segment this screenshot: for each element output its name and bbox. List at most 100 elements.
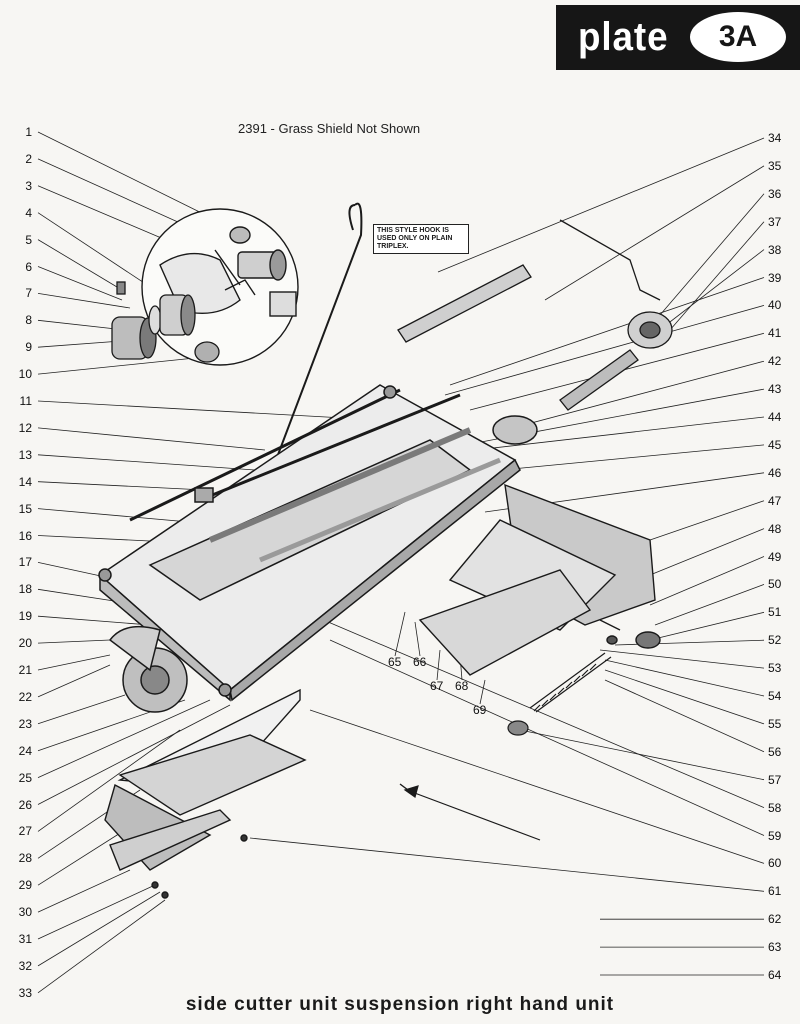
callout-label-39: 39: [768, 270, 782, 285]
leader-line-42: [504, 360, 765, 431]
callout-label-1: 1: [25, 125, 32, 139]
leader-line-25: [37, 699, 211, 778]
callout-label-45: 45: [768, 437, 782, 452]
callout-label-17: 17: [18, 555, 32, 570]
leader-line-54: [604, 659, 765, 697]
callout-label-27: 27: [18, 824, 32, 839]
callout-label-31: 31: [18, 932, 32, 946]
callout-label-24: 24: [18, 743, 32, 758]
leader-line-26: [37, 704, 231, 805]
drive-shaft-parts: [397, 219, 673, 411]
leader-line-35: [544, 165, 765, 301]
leader-line-58: [299, 609, 765, 808]
callout-label-36: 36: [768, 186, 782, 201]
callout-label-48: 48: [768, 521, 782, 536]
callout-label-44: 44: [768, 410, 782, 424]
callout-label-40: 40: [768, 298, 782, 313]
side-guard: [418, 483, 661, 676]
leader-line-33: [37, 899, 166, 994]
leader-line-19: [37, 615, 151, 626]
callout-label-65: 65: [388, 655, 402, 669]
hook-rod: [275, 202, 363, 461]
callout-label-43: 43: [768, 382, 782, 397]
leader-line-56: [604, 679, 765, 753]
leader-line-55: [604, 669, 765, 725]
callout-label-62: 62: [768, 912, 782, 927]
callout-label-33: 33: [18, 985, 32, 1000]
plate-caption: side cutter unit suspension right hand u…: [185, 994, 615, 1015]
leader-line-66: [414, 621, 421, 657]
callout-label-7: 7: [25, 286, 32, 301]
callout-label-29: 29: [18, 878, 32, 893]
callout-label-6: 6: [25, 259, 32, 274]
leader-line-7: [37, 293, 131, 309]
callout-label-50: 50: [768, 577, 782, 592]
callout-label-37: 37: [768, 214, 782, 229]
leader-line-34: [437, 137, 765, 273]
callout-label-34: 34: [768, 131, 782, 145]
spring: [507, 652, 612, 736]
bearing-parts: [111, 281, 220, 363]
leader-line-57: [519, 729, 765, 781]
callout-label-42: 42: [768, 354, 782, 369]
callout-label-38: 38: [768, 242, 782, 257]
leader-line-13: [37, 454, 256, 471]
callout-label-58: 58: [768, 800, 782, 815]
leader-line-22: [37, 664, 111, 698]
callout-label-14: 14: [18, 474, 32, 489]
callout-label-8: 8: [25, 313, 32, 328]
callout-label-35: 35: [768, 158, 782, 173]
leader-line-8: [37, 319, 126, 331]
leader-line-32: [37, 891, 161, 967]
cutter-frame: [98, 384, 538, 713]
inset-detail-circle: [141, 208, 299, 366]
callout-label-21: 21: [18, 663, 32, 677]
leader-line-31: [37, 884, 156, 940]
callout-label-51: 51: [768, 605, 782, 620]
leader-line-21: [37, 654, 111, 671]
leader-line-14: [37, 481, 206, 491]
callout-label-11: 11: [19, 394, 32, 408]
callout-label-56: 56: [768, 744, 782, 759]
leader-line-50: [654, 584, 765, 626]
callout-label-59: 59: [768, 828, 782, 843]
callout-label-12: 12: [18, 420, 32, 435]
callout-label-23: 23: [18, 716, 32, 731]
callout-label-10: 10: [18, 367, 32, 382]
leader-line-10: [37, 357, 196, 375]
leader-line-23: [37, 694, 126, 725]
leader-line-47: [649, 500, 765, 541]
leader-line-29: [37, 829, 126, 886]
callout-label-2: 2: [25, 151, 32, 166]
leader-line-5: [37, 239, 123, 291]
callout-label-15: 15: [18, 501, 32, 516]
leader-line-65: [394, 611, 406, 657]
callout-label-3: 3: [25, 178, 32, 193]
leader-line-69: [479, 679, 486, 705]
callout-label-16: 16: [18, 528, 32, 543]
leader-line-39: [449, 277, 765, 386]
leader-line-36: [659, 193, 765, 316]
leader-line-12: [37, 427, 266, 451]
leader-line-53: [599, 649, 765, 669]
leader-line-40: [444, 305, 765, 396]
callout-label-18: 18: [18, 582, 32, 597]
leader-line-30: [37, 869, 131, 913]
callout-label-66: 66: [413, 655, 427, 669]
callout-label-52: 52: [768, 633, 782, 648]
callout-label-4: 4: [25, 205, 32, 220]
pointer-arrow: [403, 785, 541, 841]
callout-label-64: 64: [768, 968, 782, 982]
callout-label-9: 9: [25, 340, 32, 355]
plate-number-badge: 3A: [690, 12, 786, 62]
leader-line-67: [436, 649, 441, 681]
callout-label-26: 26: [18, 797, 32, 812]
callout-label-53: 53: [768, 661, 782, 676]
leader-line-59: [329, 639, 765, 836]
leader-line-61: [249, 837, 765, 892]
leader-line-48: [649, 528, 765, 576]
hook-note-box: THIS STYLE HOOK IS USED ONLY ON PLAIN TR…: [373, 224, 469, 254]
leader-line-49: [649, 556, 765, 606]
callout-label-46: 46: [768, 465, 782, 480]
